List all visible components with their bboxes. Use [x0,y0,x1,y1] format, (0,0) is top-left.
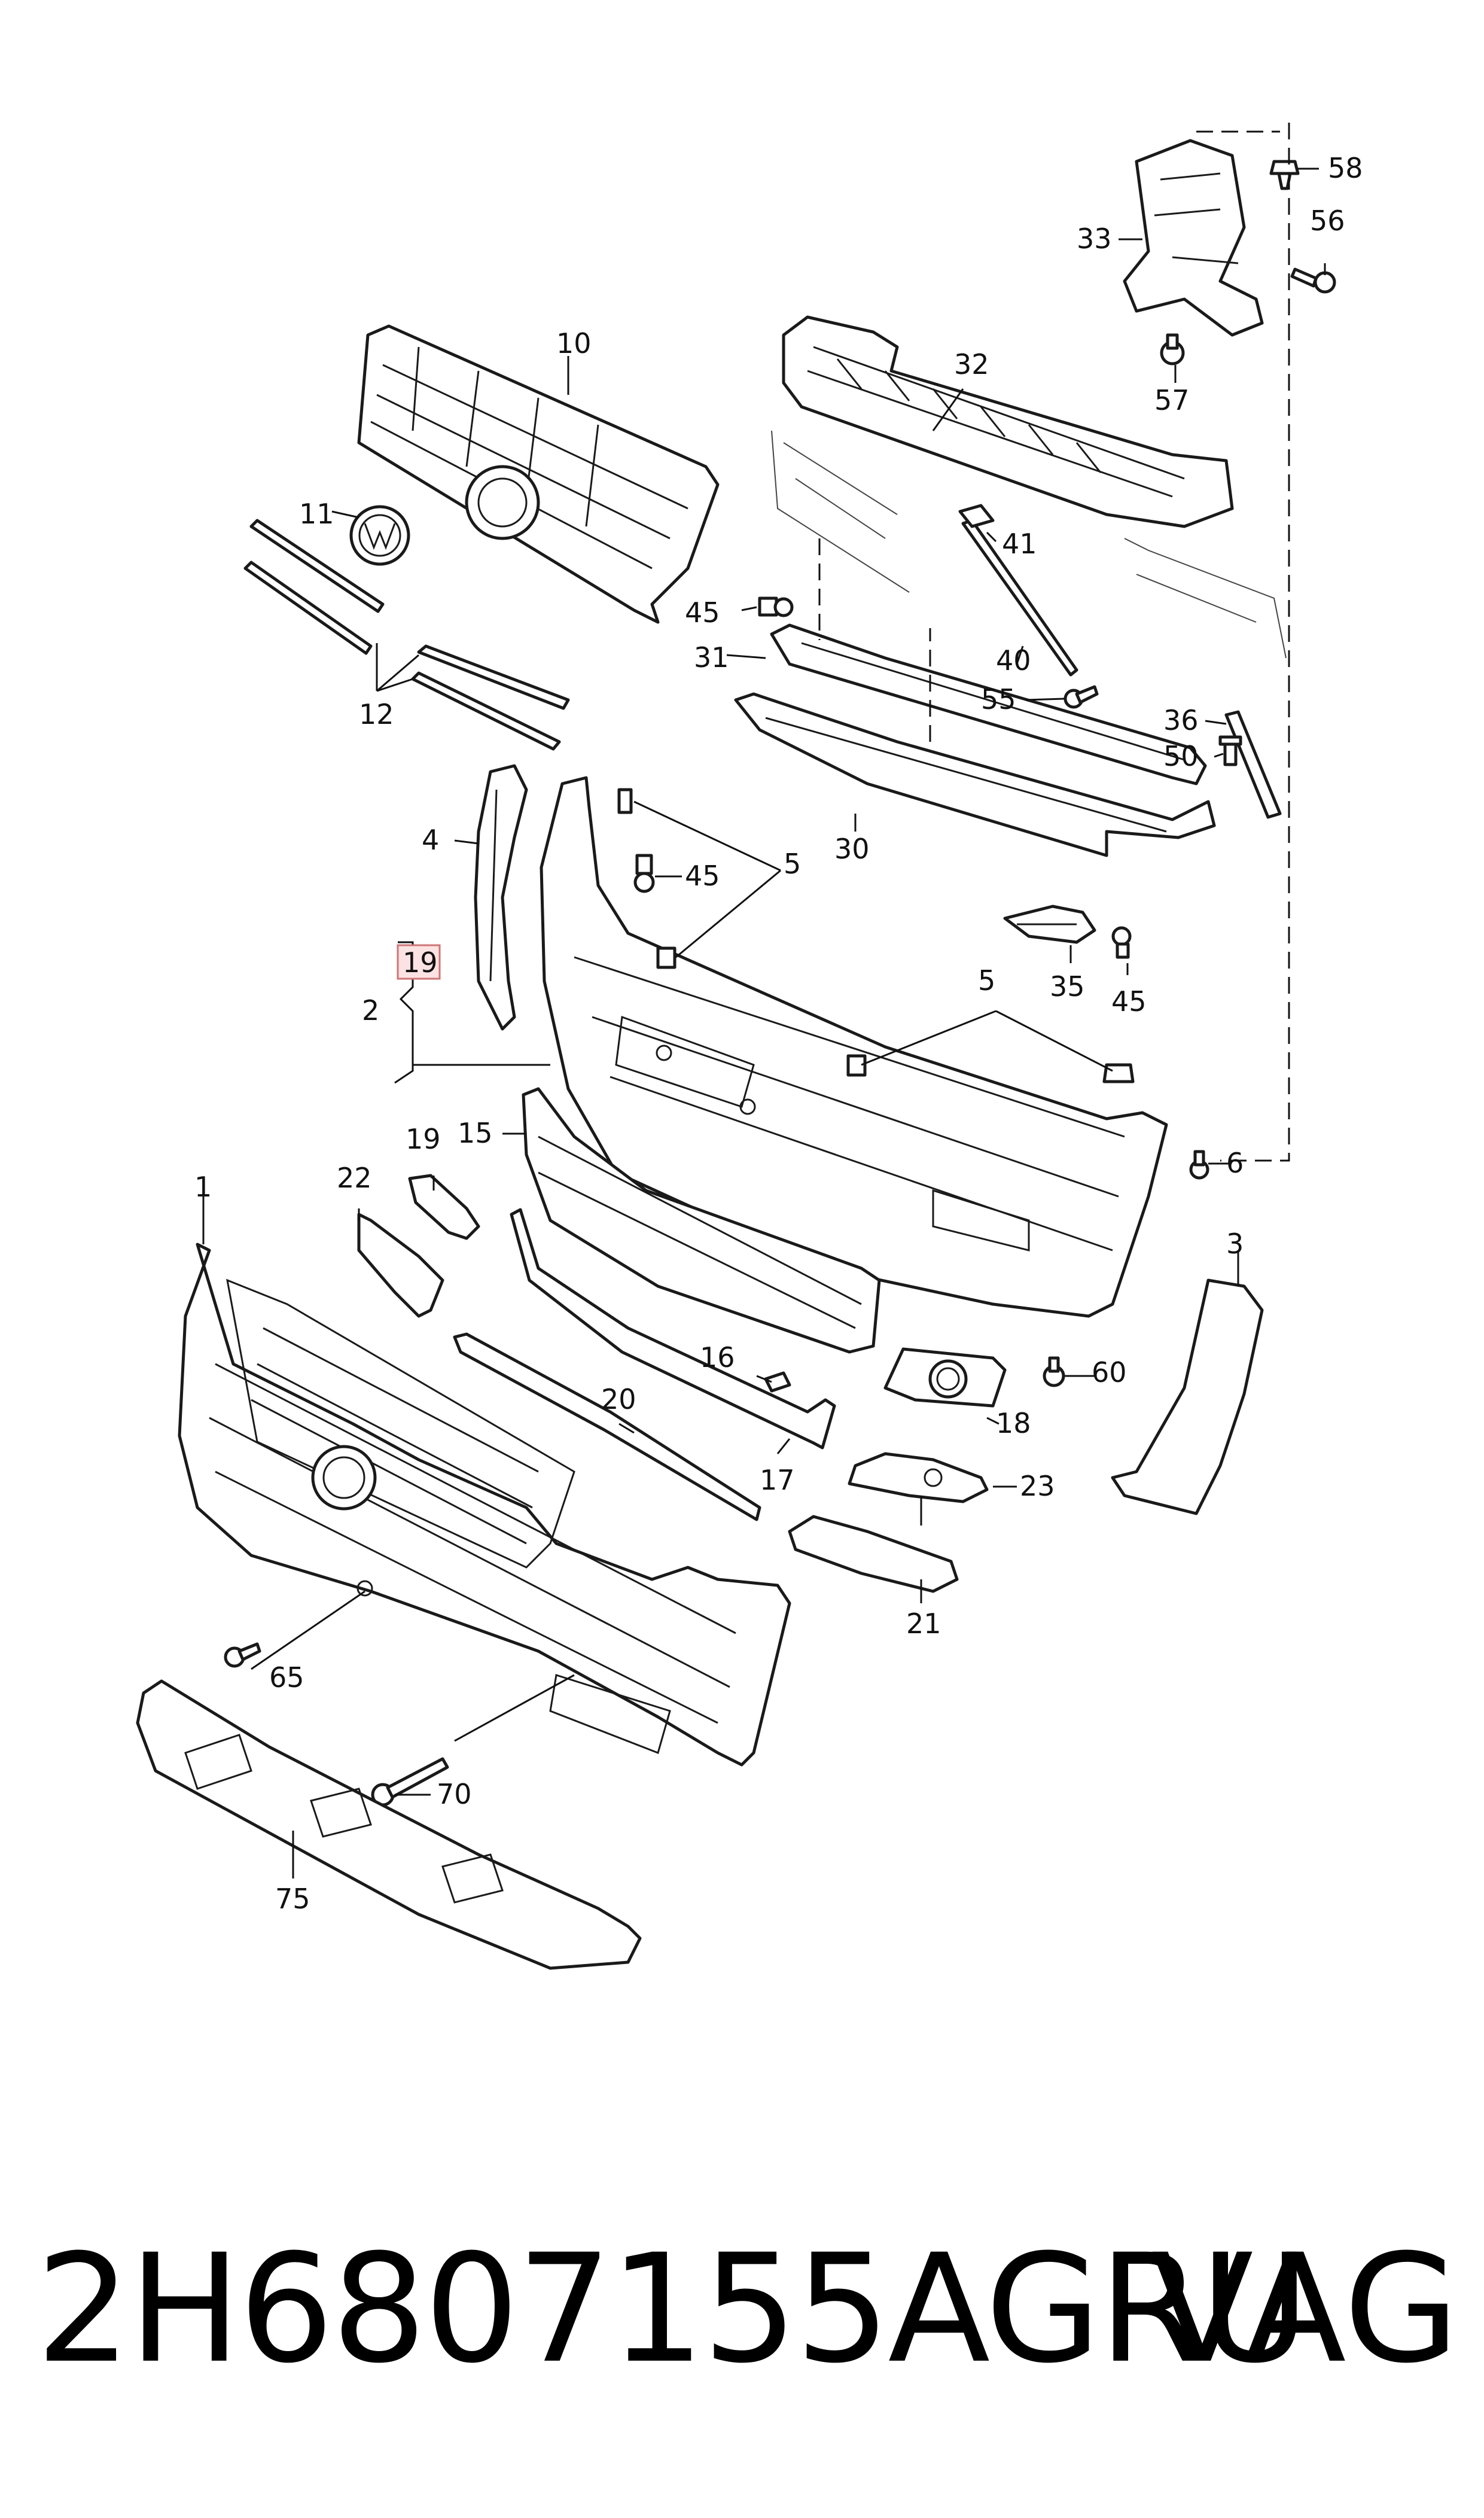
callout-30: 30 [834,833,870,865]
part-number: 2H6807155AGRU [36,2222,1309,2396]
callout-23: 23 [1020,1470,1055,1502]
callout-41: 41 [1002,528,1037,560]
callout-5-upper: 5 [784,848,801,880]
callout-4: 4 [422,824,439,856]
callout-55: 55 [981,683,1016,715]
callout-21: 21 [906,1607,941,1640]
skid-plate-75-part [136,1679,642,1970]
callout-40: 40 [996,644,1031,677]
screw-6-part [1189,1150,1209,1180]
callout-10: 10 [556,327,592,360]
callout-45-right: 45 [1111,985,1147,1018]
side-bracket-4-part [474,764,528,1031]
bolt-55-part [1064,685,1099,709]
callout-65: 65 [269,1661,304,1694]
callout-labels: 10 11 12 32 33 58 56 57 41 45 31 40 55 3… [194,152,1363,1915]
mount-5b-part [846,1054,867,1077]
callout-33: 33 [1077,223,1112,255]
bumper-assembly-1-part [178,1243,791,1767]
callout-50: 50 [1163,740,1199,772]
callout-45-top: 45 [685,596,720,629]
bracket-19-part [408,1174,480,1240]
callout-16: 16 [700,1341,735,1374]
callout-2: 2 [362,994,379,1027]
callout-35: 35 [1050,970,1085,1003]
exploded-parts-diagram: 10 11 12 32 33 58 56 57 41 45 31 40 55 3… [136,123,1363,1970]
energy-absorber-part [734,692,1216,857]
callout-18: 18 [996,1407,1031,1439]
callout-57: 57 [1154,384,1190,416]
fog-lamp-bezel-18-part [883,1347,1007,1408]
brand-label: VAG [1151,2222,1459,2396]
callout-3: 3 [1226,1228,1244,1260]
clip-45-mid-part [633,854,655,893]
highlighted-callout-box [397,944,441,980]
callout-12: 12 [359,698,394,730]
callout-32: 32 [954,348,989,380]
part-number-footer: 2H6807155AGRU VAG [36,2213,1459,2405]
callout-31: 31 [694,641,729,674]
clip-41-part [958,504,995,528]
mounting-bracket-part [1123,139,1264,337]
lower-strip-17-part [510,1208,836,1450]
screw-50-part [1218,735,1242,766]
callout-56: 56 [1310,205,1345,237]
clip-45-top-part [758,596,794,617]
screw-56-part [1290,267,1336,294]
lower-grille-15-part [522,1087,881,1354]
grille-trim-strips-part [243,519,570,751]
callout-70: 70 [437,1778,472,1810]
bumper-rail-part [770,623,1207,785]
mount-5a-part [656,946,677,969]
bracket-21-part [788,1515,959,1593]
callout-45-mid: 45 [685,860,720,892]
callout-19: 19 [406,1123,441,1155]
bracket-23-part [848,1452,989,1503]
dashed-connection-lines [818,123,1290,1162]
callout-20: 20 [601,1383,636,1415]
callout-19-highlighted: 19 [403,946,438,979]
mount-5c-part [1102,1063,1135,1083]
wheel-arch-trim-3-part [1111,1278,1264,1515]
radiator-grille-part [357,324,720,624]
callout-22: 22 [337,1162,372,1194]
impact-beam-part [771,315,1287,659]
clip-58-part [1269,160,1300,190]
trim-20-part [453,1332,761,1521]
callout-1: 1 [194,1171,212,1203]
callout-75: 75 [275,1883,310,1915]
callout-6: 6 [1226,1147,1244,1179]
callout-11: 11 [299,498,334,530]
callout-15: 15 [458,1117,493,1149]
bolt-70-part [371,1757,449,1807]
bolt-65-part [224,1642,261,1668]
callout-36: 36 [1163,704,1199,736]
callout-5-lower: 5 [978,964,995,997]
callout-17: 17 [760,1464,795,1496]
leader-lines [202,168,1326,1878]
screw-57-part [1160,333,1185,366]
clip-45-right-part [1111,926,1132,959]
screw-60-part [1043,1356,1065,1387]
plug-16-part [764,1371,791,1393]
bracket-22-part [357,1213,444,1318]
vw-emblem-part [349,505,410,566]
bumper-cover-upper-part [540,776,1168,1318]
mount-5d-part [617,788,633,814]
callout-60: 60 [1092,1356,1127,1389]
callout-58: 58 [1328,152,1363,184]
bumper-guide-35-part [1003,905,1096,944]
